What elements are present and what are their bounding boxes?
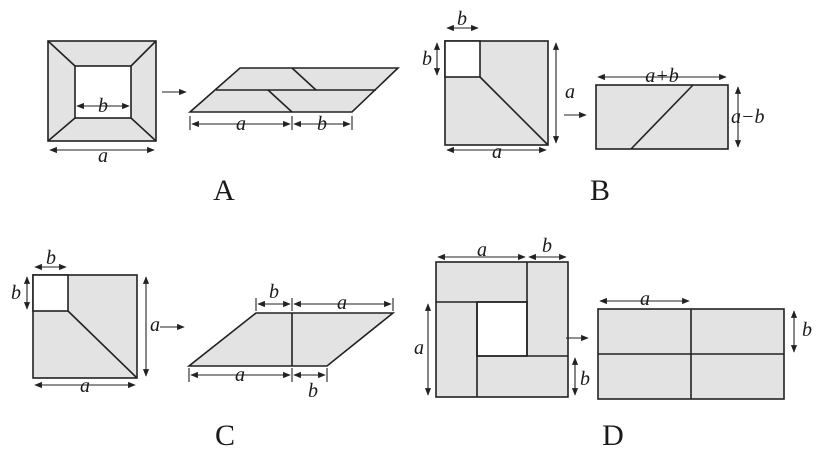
corner-cut xyxy=(47,117,76,142)
cut-square xyxy=(444,40,481,78)
panel-b: b b a a a+b a−b B xyxy=(422,8,765,207)
parallelogram xyxy=(186,312,396,367)
label-b: b xyxy=(317,113,327,135)
label-a-top: a xyxy=(477,239,487,261)
diagonal-cut xyxy=(630,84,694,150)
label-a: a xyxy=(98,145,108,167)
panel-c-square: b b a a xyxy=(11,247,160,397)
label-b-right: b xyxy=(580,368,590,390)
label-a-top: a xyxy=(337,292,347,314)
label-a-bottom: a xyxy=(235,364,245,386)
panel-d-rectangle: a b xyxy=(597,288,812,400)
panel-a-parallelogram: a b xyxy=(187,67,400,135)
panel-a-frame-figure: b a xyxy=(47,40,157,167)
caption-b: B xyxy=(590,174,610,207)
label-b-top: b xyxy=(457,8,467,30)
label-b-top: b xyxy=(46,247,56,269)
panel-b-square: b b a a xyxy=(422,8,575,163)
label-a-plus-b: a+b xyxy=(645,65,679,87)
label-b-side: b xyxy=(422,48,432,70)
split-line xyxy=(291,67,317,91)
split-line xyxy=(267,89,293,113)
inner-hole xyxy=(74,65,132,119)
diagonal-cut xyxy=(479,76,549,146)
label-b-top: b xyxy=(542,235,552,257)
label-b-bottom: b xyxy=(308,380,318,402)
panel-b-rectangle: a+b a−b xyxy=(595,65,765,150)
panel-c: b b a a b a a b C xyxy=(11,247,396,452)
center-hole xyxy=(476,301,528,357)
panel-c-parallelogram: b a a b xyxy=(186,281,396,402)
corner-cut xyxy=(130,117,157,142)
label-a-top: a xyxy=(640,288,650,310)
label-a-right: a xyxy=(150,314,160,336)
label-a-right: a xyxy=(565,81,575,103)
corner-cut xyxy=(130,40,157,67)
label-a-minus-b: a−b xyxy=(731,106,765,128)
label-b-side: b xyxy=(11,282,21,304)
panel-d: a b a b a b D xyxy=(414,235,812,452)
label-b: b xyxy=(98,95,108,117)
label-a: a xyxy=(236,113,246,135)
caption-d: D xyxy=(602,419,624,452)
label-b-right: b xyxy=(802,319,812,341)
diagonal-cut xyxy=(67,310,138,379)
panel-d-square: a b a b xyxy=(414,235,590,398)
label-a-left: a xyxy=(414,337,424,359)
caption-c: C xyxy=(215,419,235,452)
cut-square xyxy=(32,274,69,312)
caption-a: A xyxy=(213,174,235,207)
label-a-bottom: a xyxy=(80,375,90,397)
label-a-bottom: a xyxy=(492,141,502,163)
panel-a: b a a b A xyxy=(47,40,400,207)
corner-cut xyxy=(47,40,76,67)
label-b-top: b xyxy=(269,281,279,303)
